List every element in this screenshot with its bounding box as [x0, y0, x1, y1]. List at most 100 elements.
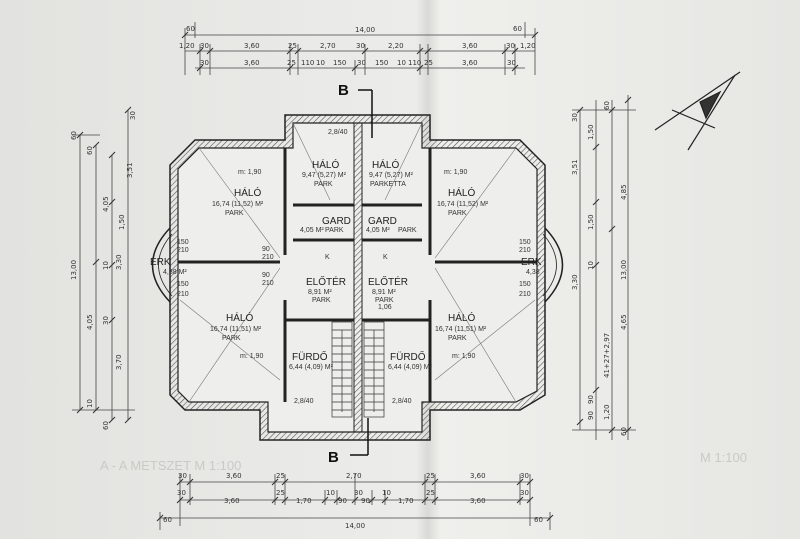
room-halo-top-left: HÁLÓ 16,74 (11,52) M² PARK m: 1,90: [212, 169, 264, 217]
left-dimension-lines: [72, 110, 135, 420]
left-dim-10-b: 10: [86, 399, 94, 408]
left-dim-30-b: 30: [102, 316, 110, 325]
right-dim-1-20: 1,20: [603, 404, 611, 420]
bottom-dim-2-2: 3,60: [224, 497, 240, 505]
right-dim-90-a: 90: [587, 411, 595, 420]
svg-text:210: 210: [262, 254, 274, 261]
svg-text:210: 210: [262, 280, 274, 287]
svg-text:16,74 (11,51) M²: 16,74 (11,51) M²: [435, 326, 487, 333]
left-dimension-ticks: [76, 106, 132, 424]
left-dim-60-b: 60: [86, 146, 94, 155]
room-halo-bottom-right: HÁLÓ 16,74 (11,51) M² PARK m: 1,90: [435, 311, 487, 360]
bottom-dimension-labels: 30 3,60 25 2,70 25 3,60 30 30 3,60 25 1,…: [163, 472, 543, 530]
top-dim-3-10: 110: [408, 59, 421, 67]
svg-text:210: 210: [177, 291, 189, 298]
svg-text:90: 90: [262, 272, 270, 279]
section-mark-bottom: B: [328, 449, 339, 466]
svg-text:HÁLÓ: HÁLÓ: [226, 311, 253, 324]
bottom-dim-2-6: 90: [338, 497, 347, 505]
svg-text:GARD: GARD: [322, 216, 351, 227]
svg-text:150: 150: [177, 281, 189, 288]
balcony-left: [151, 227, 173, 303]
left-dimension-labels: 13,00 4,05 3,30 3,70 3,51 4,05 1,50 10 6…: [70, 111, 137, 430]
staircase-left: [331, 321, 353, 418]
right-dim-13-00: 13,00: [620, 260, 628, 280]
top-dimension-ticks: [181, 31, 539, 72]
right-dim-10: 10: [587, 261, 595, 270]
top-dim-3-4: 110: [301, 59, 314, 67]
left-dim-30-a: 30: [129, 111, 137, 120]
svg-text:K: K: [383, 254, 388, 261]
svg-text:ERK: ERK: [521, 257, 542, 268]
bottom-dim-1-3: 25: [276, 472, 285, 480]
svg-text:8,91 M²: 8,91 M²: [372, 289, 396, 296]
top-dim-3-3: 25: [287, 59, 296, 67]
svg-text:4,38 M²: 4,38 M²: [163, 269, 187, 276]
right-dim-1-50-a: 1,50: [587, 124, 595, 140]
svg-text:PARK: PARK: [398, 227, 417, 234]
left-dim-4-05-b: 4,05: [102, 196, 110, 212]
room-halo-bottom-left: HÁLÓ 16,74 (11,51) M² PARK m: 1,90: [210, 311, 263, 360]
svg-text:16,74 (11,51) M²: 16,74 (11,51) M²: [210, 326, 262, 333]
left-dim-3-51: 3,51: [126, 162, 134, 178]
svg-text:HÁLÓ: HÁLÓ: [234, 186, 261, 199]
right-dim-1-50-b: 1,50: [587, 214, 595, 230]
left-dim-10: 10: [102, 261, 110, 270]
svg-text:4,05 M²: 4,05 M²: [300, 227, 324, 234]
bottom-dim-1-7: 30: [520, 472, 529, 480]
left-dim-13-00: 13,00: [70, 260, 78, 280]
room-furdo-right: FÜRDŐ 6,44 (4,09) M² 2,8/40: [388, 349, 433, 405]
svg-text:6,44 (4,09) M²: 6,44 (4,09) M²: [289, 364, 334, 371]
svg-text:9,47 (5,27) M²: 9,47 (5,27) M²: [302, 172, 347, 179]
svg-text:8,91 M²: 8,91 M²: [308, 289, 332, 296]
svg-text:6,44 (4,09) M²: 6,44 (4,09) M²: [388, 364, 433, 371]
svg-text:16,74 (11,52) M²: 16,74 (11,52) M²: [437, 201, 489, 208]
svg-text:PARK: PARK: [312, 297, 331, 304]
svg-text:PARK: PARK: [448, 210, 467, 217]
top-dim-2-8: 3,60: [462, 42, 478, 50]
svg-text:ELŐTÉR: ELŐTÉR: [306, 274, 346, 288]
room-eloter-left: ELŐTÉR 8,91 M² PARK: [306, 274, 346, 304]
svg-text:210: 210: [519, 291, 531, 298]
svg-text:PARK: PARK: [314, 181, 333, 188]
bottom-dim-total: 14,00: [345, 522, 365, 530]
svg-text:PARKETTA: PARKETTA: [370, 181, 406, 188]
right-dim-60-b: 60: [620, 427, 628, 436]
svg-text:PARK: PARK: [325, 227, 344, 234]
right-dim-stair: 41+27+2,97: [603, 333, 611, 378]
bottom-dim-2-10: 1,70: [398, 497, 414, 505]
svg-text:ERK: ERK: [150, 257, 171, 268]
svg-text:150: 150: [519, 281, 531, 288]
bottom-dimension-ticks: [156, 478, 554, 522]
top-dim-3-9: 10: [397, 59, 406, 67]
top-dim-total: 14,00: [355, 26, 375, 34]
right-dimension-ticks: [576, 96, 632, 434]
right-dimension-labels: 13,00 4,85 4,65 3,51 3,30 1,50 1,50 10 1…: [571, 101, 628, 436]
bottom-dim-2-8: 90: [361, 497, 370, 505]
left-dim-3-30: 3,30: [115, 254, 123, 270]
svg-text:210: 210: [177, 247, 189, 254]
top-dim-60-right: 60: [513, 25, 522, 33]
north-arrow-icon: [654, 71, 741, 151]
balcony-right: [542, 227, 564, 303]
building-walls: [169, 114, 546, 441]
room-halo-top-center-left: HÁLÓ 9,47 (5,27) M² PARK 2,8/40: [302, 129, 348, 188]
top-dim-3-8: 150: [375, 59, 388, 67]
room-erk-left: ERK 4,38 M²: [150, 257, 187, 276]
svg-text:GARD: GARD: [368, 216, 397, 227]
svg-text:ELŐTÉR: ELŐTÉR: [368, 274, 408, 288]
top-dim-3-6: 150: [333, 59, 346, 67]
top-dim-2-2: 30: [200, 42, 209, 50]
right-dim-3-51: 3,51: [571, 159, 579, 175]
room-halo-top-center-right: HÁLÓ 9,47 (5,27) M² PARKETTA: [369, 158, 414, 188]
svg-text:90: 90: [262, 246, 270, 253]
room-eloter-right: ELŐTÉR 8,91 M² PARK 1,06: [368, 274, 408, 311]
room-erk-right: ERK 4,38: [521, 257, 542, 276]
top-dim-2-1: 1,20: [179, 42, 195, 50]
left-dim-60-c: 60: [102, 421, 110, 430]
top-dim-2-10: 1,20: [520, 42, 536, 50]
bottom-dim-1-6: 3,60: [470, 472, 486, 480]
room-halo-top-right: HÁLÓ 16,74 (11,52) M² PARK m: 1,90: [437, 169, 489, 217]
top-dim-2-7: 2,20: [388, 42, 404, 50]
top-dim-2-3: 3,60: [244, 42, 260, 50]
